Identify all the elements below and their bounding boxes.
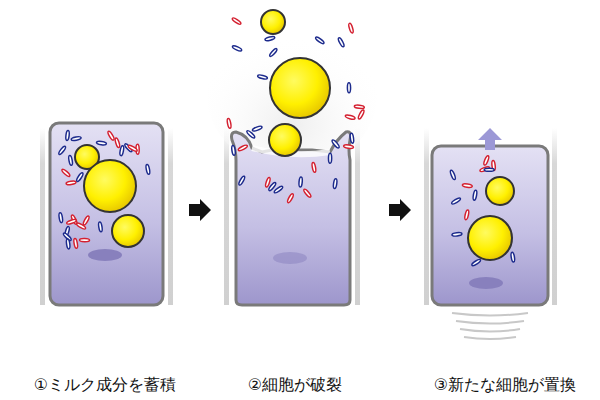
milk-particle [472,190,477,200]
milk-particle [114,137,120,147]
milk-particle [337,37,345,47]
milk-particle [96,141,106,146]
milk-particle [315,36,325,44]
milk-particle [76,222,86,230]
milk-particle [71,136,81,141]
milk-particle [510,252,515,262]
upward-arrow [478,128,502,150]
milk-particle [451,197,461,205]
milk-particle [350,133,354,143]
cell-stage: ②細胞が破裂 [215,110,375,398]
milk-particle [269,48,278,58]
milk-particle [145,164,150,174]
milk-particle [66,219,76,225]
milk-particle [483,155,490,165]
stage-caption: ①ミルク成分を蓄積 [34,375,176,398]
milk-particle [66,239,71,249]
milk-particle [82,215,90,225]
milk-particle [238,175,246,185]
milk-particle [128,144,138,152]
cell-stage: ③新たな細胞が置換 [425,110,585,398]
milk-particle [464,210,469,220]
milk-particle [347,83,350,93]
milk-particle [303,188,312,198]
motion-lines [452,313,528,339]
milk-particle [299,177,303,187]
milk-particle [232,17,242,25]
milk-particle [68,155,73,165]
milk-particle [345,114,355,120]
milk-particle [98,222,103,232]
stage-caption: ③新たな細胞が置換 [434,375,576,398]
milk-particle [273,185,283,193]
cell-replacing [432,128,548,339]
milk-particle [354,105,364,109]
stage-caption: ②細胞が破裂 [248,375,342,398]
milk-particle [227,118,232,128]
milk-particle [65,130,69,140]
milk-particle [343,144,353,149]
milk-particle [287,193,295,203]
milk-particle [61,168,71,177]
milk-particle [252,125,262,131]
milk-particle [232,45,242,52]
milk-particle [80,238,90,241]
milk-particle [58,212,63,222]
milk-particle [331,139,340,149]
milk-particle [348,23,354,33]
milk-particle [462,183,472,188]
milk-particle [66,181,76,186]
milk-particle [357,109,364,119]
cell-storing [50,123,163,305]
block-arrow [389,199,411,221]
milk-particle [452,232,462,236]
cell-stage: ①ミルク成分を蓄積 [25,110,185,398]
milk-particle [76,172,84,182]
milk-particle [58,145,67,155]
milk-particle [328,153,331,163]
milk-particle [311,162,316,172]
milk-particle [107,131,115,141]
block-arrow [189,199,211,221]
milk-particle [265,177,271,187]
milk-particle [231,145,236,155]
milk-particle [471,258,481,266]
milk-particle [73,238,78,248]
milk-particle [238,144,248,151]
milk-particle [257,74,267,80]
milk-particle [484,168,494,171]
milk-particle [333,178,338,188]
milk-particle [449,170,456,180]
milk-particle [265,36,275,42]
cell-bursting [207,10,377,305]
